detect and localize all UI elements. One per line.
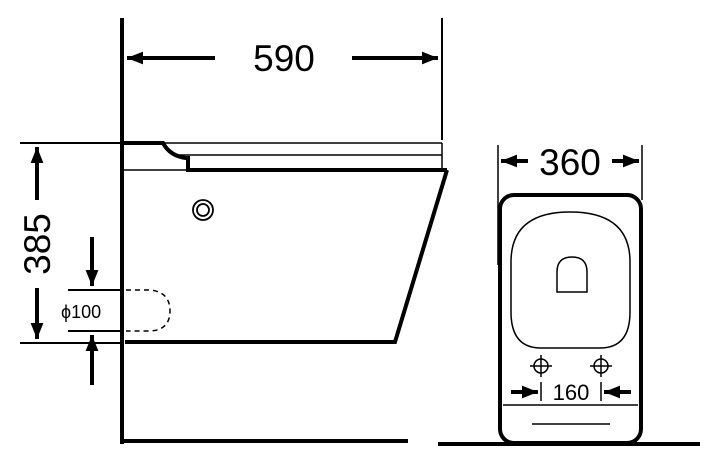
bolt-left-icon: [530, 355, 552, 377]
seat-lid-outline: [510, 211, 631, 349]
bowl-front-outline: [498, 193, 643, 445]
dimension-outlet-100: ϕ100: [61, 302, 101, 322]
dimension-160: 160: [553, 380, 590, 405]
bolt-right-icon: [590, 355, 612, 377]
flush-button-icon: [192, 199, 214, 221]
side-view: [20, 18, 449, 444]
dimension-360: 360: [539, 142, 601, 183]
outlet-pipe-dashed: [126, 289, 171, 332]
flush-button-inner: [196, 203, 210, 217]
front-view: [438, 145, 700, 446]
seat-hinge-cutout: [556, 256, 588, 293]
seat-profile: [122, 141, 447, 172]
bowl-body: [125, 169, 449, 344]
dimension-590: 590: [253, 38, 315, 79]
dimension-385: 385: [17, 213, 58, 275]
